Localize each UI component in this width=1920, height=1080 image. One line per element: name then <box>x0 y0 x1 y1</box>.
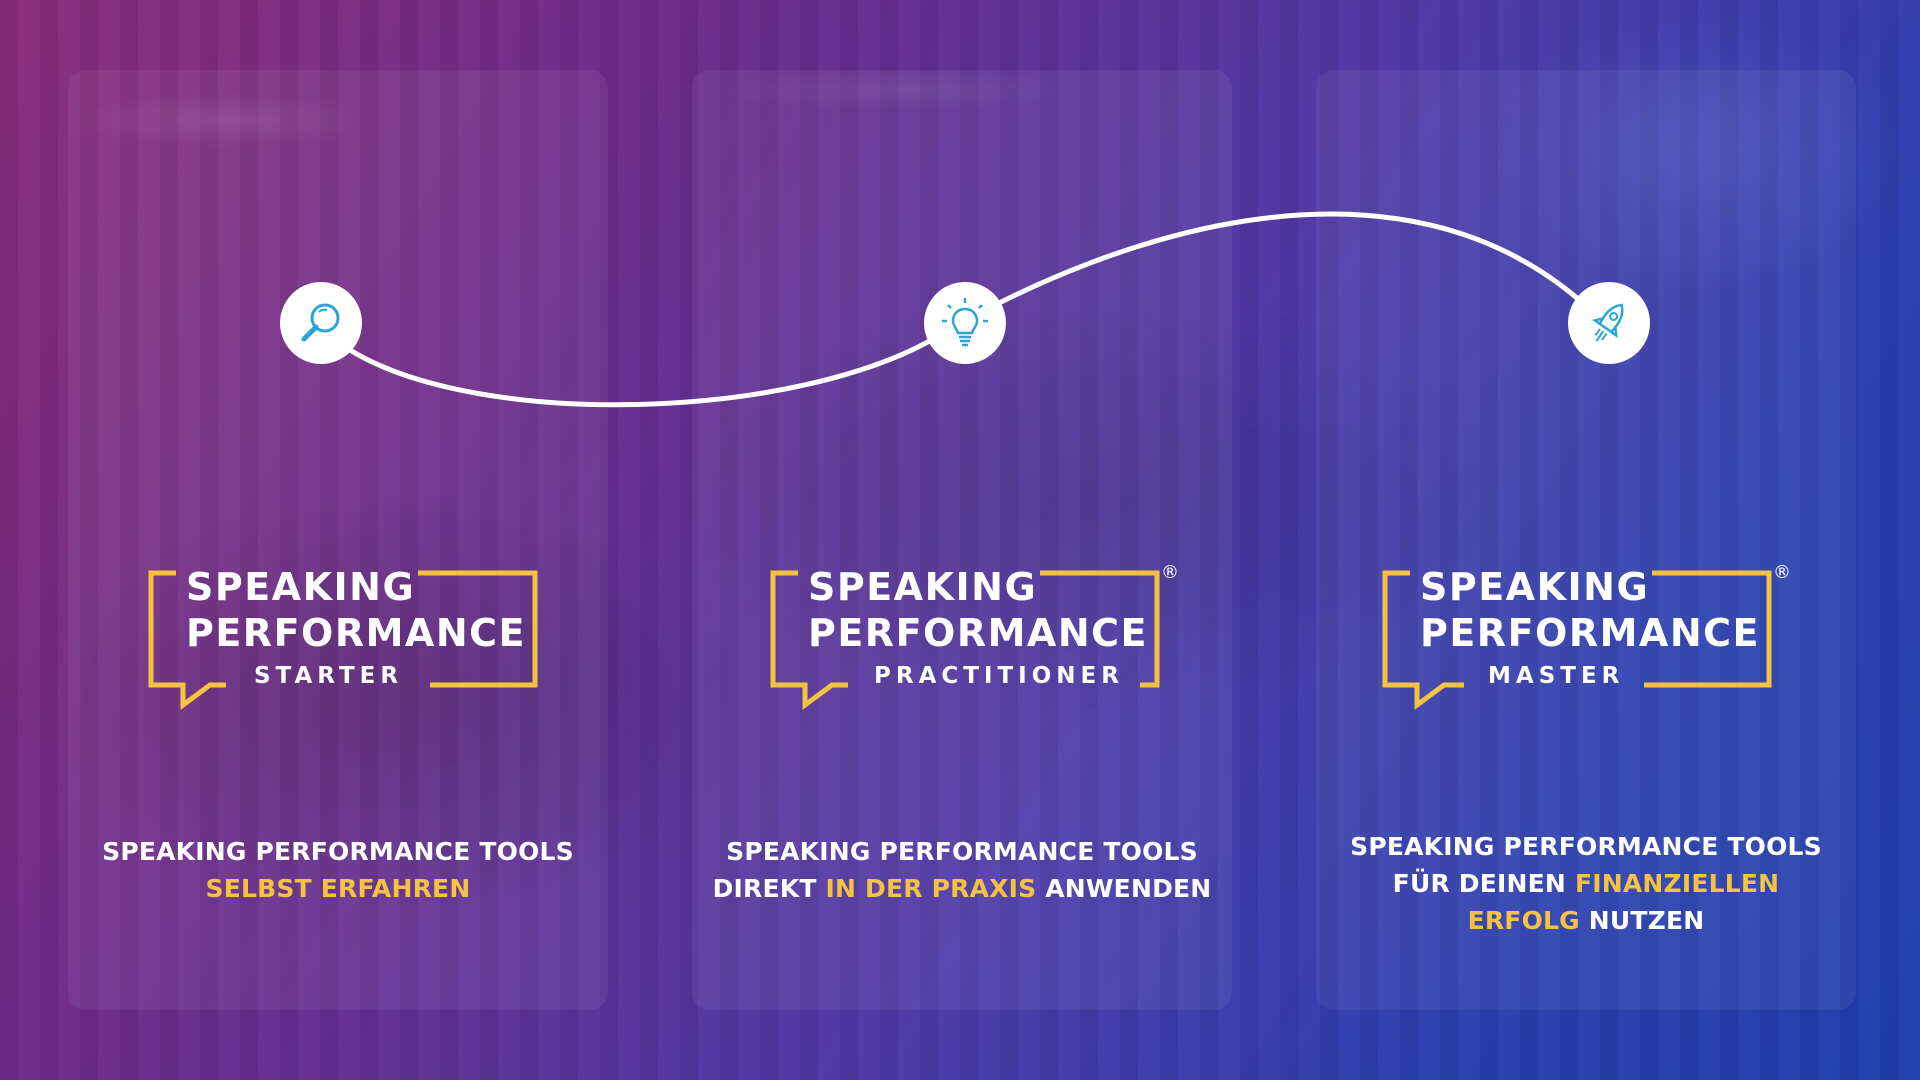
caption-text: NUTZEN <box>1579 906 1705 935</box>
caption-highlight: IN DER PRAXIS <box>825 874 1037 903</box>
stage-panel-starter <box>68 70 608 1010</box>
logo-line-speaking: SPEAKING <box>1420 565 1650 609</box>
stage-icon-starter <box>280 282 362 364</box>
caption-text: DIREKT <box>712 874 826 903</box>
caption-highlight: FINANZIELLEN <box>1574 869 1780 898</box>
speech-bubble-frame <box>770 570 1160 710</box>
caption-line: SPEAKING PERFORMANCE TOOLS <box>726 837 1198 866</box>
caption-practitioner: SPEAKING PERFORMANCE TOOLS DIREKT IN DER… <box>692 833 1232 907</box>
logo-master: SPEAKING PERFORMANCE MASTER ® <box>1382 562 1791 715</box>
caption-highlight: SELBST ERFAHREN <box>205 874 471 903</box>
caption-highlight: ERFOLG <box>1467 906 1580 935</box>
logo-practitioner: SPEAKING PERFORMANCE PRACTITIONER ® <box>770 562 1179 715</box>
lightbulb-icon <box>942 298 988 347</box>
logo-line-performance: PERFORMANCE <box>1420 611 1760 655</box>
caption-text: FÜR DEINEN <box>1392 869 1575 898</box>
rocket-icon <box>1591 303 1624 342</box>
speech-bubble-frame <box>148 570 538 710</box>
stage-icon-practitioner <box>924 282 1006 364</box>
registered-mark: ® <box>1773 562 1791 583</box>
caption-text: ANWENDEN <box>1036 874 1212 903</box>
stage-icon-master <box>1568 282 1650 364</box>
caption-line: SPEAKING PERFORMANCE TOOLS <box>102 837 574 866</box>
logo-line-speaking: SPEAKING <box>186 565 416 609</box>
stage-panel-practitioner <box>692 70 1232 1010</box>
logo-line-speaking: SPEAKING <box>808 565 1038 609</box>
magnifier-icon <box>301 303 340 342</box>
logo-level: MASTER <box>1488 663 1625 689</box>
registered-mark: ® <box>1161 562 1179 583</box>
caption-line: SPEAKING PERFORMANCE TOOLS <box>1350 832 1822 861</box>
caption-starter: SPEAKING PERFORMANCE TOOLS SELBST ERFAHR… <box>68 833 608 907</box>
logo-line-performance: PERFORMANCE <box>808 611 1148 655</box>
stage-panel-master <box>1316 70 1856 1010</box>
logo-level: PRACTITIONER <box>874 663 1124 689</box>
logo-starter: SPEAKING PERFORMANCE STARTER <box>148 565 548 715</box>
logo-level: STARTER <box>254 663 404 689</box>
caption-master: SPEAKING PERFORMANCE TOOLS FÜR DEINEN FI… <box>1316 828 1856 939</box>
logo-line-performance: PERFORMANCE <box>186 611 526 655</box>
speech-bubble-frame <box>1382 570 1772 710</box>
